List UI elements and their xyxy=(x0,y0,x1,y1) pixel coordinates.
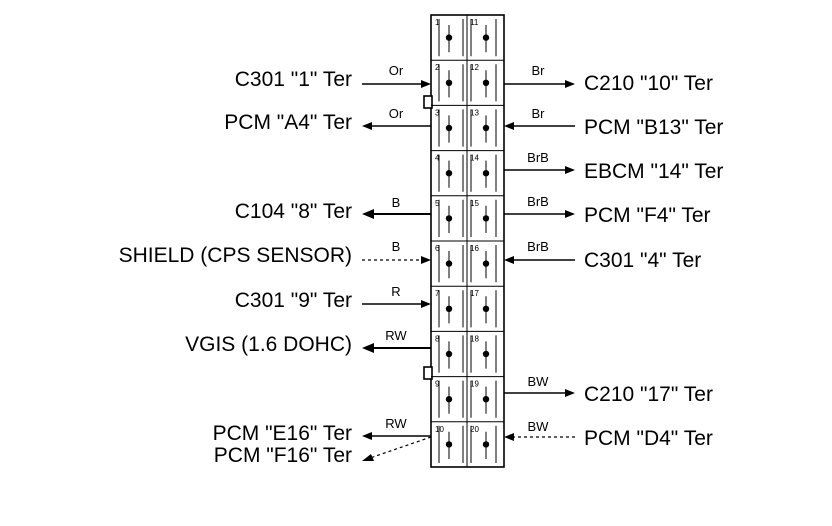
pin-dot-right-17 xyxy=(482,305,490,312)
left-label-vgis: VGIS (1.6 DOHC) xyxy=(185,333,352,356)
right-wire-color-br-2: Br xyxy=(532,106,546,121)
pin-dot-left-10 xyxy=(445,441,453,448)
right-label-c210-10: C210 "10" Ter xyxy=(584,72,713,95)
left-arrow-pcm-f16 xyxy=(362,454,374,461)
pin-dot-right-14 xyxy=(482,170,490,177)
pin-dot-right-15 xyxy=(482,215,490,222)
pin-dot-right-20 xyxy=(482,441,490,448)
pin-number-13: 13 xyxy=(470,108,479,117)
pin-number-7: 7 xyxy=(435,289,440,298)
right-arrow-pcm-b13 xyxy=(504,122,514,130)
right-label-ebcm-14: EBCM "14" Ter xyxy=(584,160,723,183)
left-arrow-c104-8 xyxy=(362,209,374,219)
left-label-c301-9: C301 "9" Ter xyxy=(235,289,352,312)
pin-number-19: 19 xyxy=(470,380,479,389)
right-arrow-ebcm-14 xyxy=(565,166,575,174)
pin-number-15: 15 xyxy=(470,199,479,208)
left-arrow-shield-cps xyxy=(421,256,431,264)
left-arrow-pcm-a4 xyxy=(362,122,372,130)
pin-number-18: 18 xyxy=(470,334,479,343)
left-label-pcm-a4: PCM "A4" Ter xyxy=(224,111,352,134)
left-label-c104-8: C104 "8" Ter xyxy=(235,200,352,223)
connector-latch-upper xyxy=(423,95,433,109)
pin-number-14: 14 xyxy=(470,154,479,163)
left-label-pcm-f16: PCM "F16" Ter xyxy=(214,444,352,467)
pin-dot-left-8 xyxy=(445,350,453,358)
pin-dot-left-1 xyxy=(445,34,453,41)
right-label-c301-4: C301 "4" Ter xyxy=(584,249,701,272)
pin-number-11: 11 xyxy=(470,18,479,27)
left-connections: C301 "1" Ter Or PCM "A4" Ter Or C104 "8"… xyxy=(119,63,432,467)
left-wire-color-or-2: Or xyxy=(389,106,404,121)
right-label-pcm-f4: PCM "F4" Ter xyxy=(584,204,711,227)
left-wire-color-r: R xyxy=(391,284,400,299)
connector-cells xyxy=(431,19,504,463)
right-wire-color-bw-2: BW xyxy=(528,419,550,434)
pin-number-3: 3 xyxy=(435,108,440,117)
right-wire-color-brb-3: BrB xyxy=(527,239,549,254)
pin-dot-left-9 xyxy=(445,396,453,403)
right-arrow-c210-17 xyxy=(565,389,575,397)
pin-number-10: 10 xyxy=(435,425,444,434)
left-label-c301-1: C301 "1" Ter xyxy=(235,68,352,91)
right-label-pcm-d4: PCM "D4" Ter xyxy=(584,427,713,450)
left-wire-color-or-1: Or xyxy=(389,63,404,78)
left-arrow-c301-9 xyxy=(421,300,431,308)
left-arrow-c301-1 xyxy=(421,80,431,88)
right-connections: C210 "10" Ter Br PCM "B13" Ter Br EBCM "… xyxy=(504,63,723,450)
right-label-c210-17: C210 "17" Ter xyxy=(584,383,713,406)
pin-dot-right-11 xyxy=(482,34,490,41)
right-label-pcm-b13: PCM "B13" Ter xyxy=(584,116,723,139)
pin-number-8: 8 xyxy=(435,334,440,343)
pin-number-16: 16 xyxy=(470,244,479,253)
pin-dot-right-19 xyxy=(482,396,490,403)
pin-dot-right-16 xyxy=(482,260,490,267)
right-arrow-pcm-d4 xyxy=(504,433,514,441)
pin-number-2: 2 xyxy=(435,63,440,72)
right-arrow-pcm-f4 xyxy=(565,210,575,218)
pin-number-17: 17 xyxy=(470,289,479,298)
pin-number-20: 20 xyxy=(470,425,479,434)
left-wire-color-b-2: B xyxy=(392,239,401,254)
left-wire-color-rw-2: RW xyxy=(385,416,407,431)
pin-dot-left-6 xyxy=(445,260,453,267)
left-wire-pcm-f16 xyxy=(369,436,432,459)
left-wire-color-b-1: B xyxy=(392,195,401,210)
left-label-shield-cps: SHIELD (CPS SENSOR) xyxy=(119,244,352,267)
right-wire-color-brb-1: BrB xyxy=(527,150,549,165)
pin-number-6: 6 xyxy=(435,244,440,253)
right-arrow-c301-4 xyxy=(504,256,514,264)
left-label-pcm-e16: PCM "E16" Ter xyxy=(213,422,352,445)
left-arrow-pcm-e16 xyxy=(362,432,372,440)
right-wire-color-bw-1: BW xyxy=(528,374,550,389)
pin-number-5: 5 xyxy=(435,199,440,208)
pin-number-9: 9 xyxy=(435,380,440,389)
pin-number-4: 4 xyxy=(435,154,440,163)
right-wire-color-br-1: Br xyxy=(532,63,546,78)
right-wire-color-brb-2: BrB xyxy=(527,194,549,209)
pin-dot-right-18 xyxy=(482,350,490,358)
pin-dot-left-7 xyxy=(445,305,453,312)
right-arrow-c210-10 xyxy=(565,80,575,88)
left-wire-color-rw-1: RW xyxy=(385,328,407,343)
connector-latch-lower xyxy=(423,366,433,380)
left-arrow-vgis xyxy=(362,343,374,353)
pin-dot-right-13 xyxy=(482,124,490,132)
pin-dot-left-3 xyxy=(445,124,453,132)
pin-number-12: 12 xyxy=(470,63,479,72)
pin-number-1: 1 xyxy=(435,18,440,27)
pin-dot-left-5 xyxy=(445,215,453,222)
pin-dot-right-12 xyxy=(482,79,490,87)
pin-dot-left-4 xyxy=(445,170,453,177)
pin-dot-left-2 xyxy=(445,79,453,87)
